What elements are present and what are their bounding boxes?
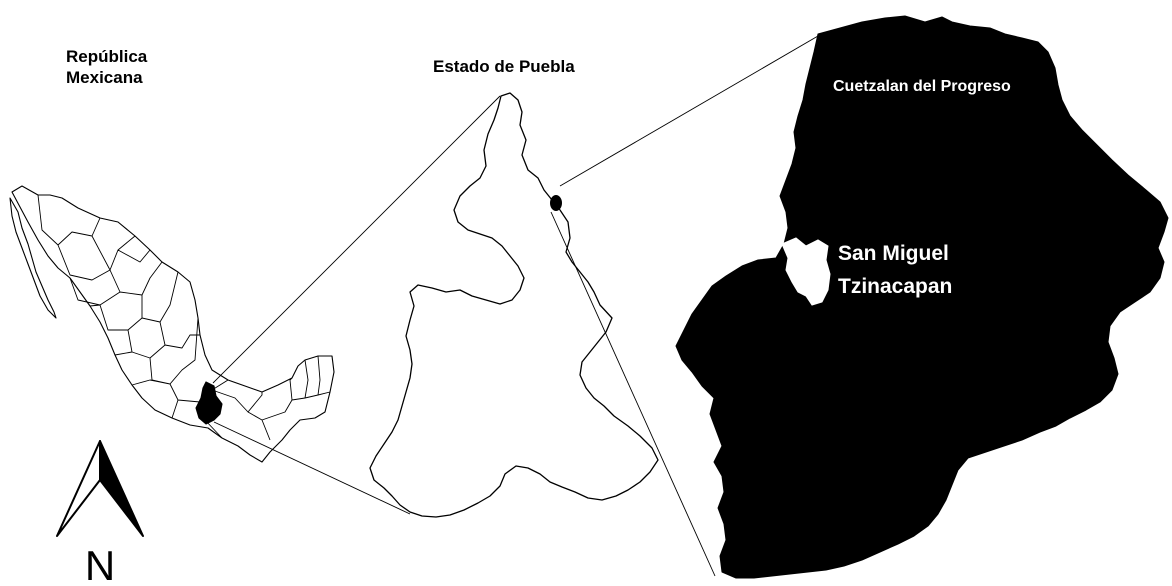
connector-line (213, 421, 411, 515)
mexico-label: República Mexicana (66, 46, 147, 89)
san-miguel-label-line2: Tzinacapan (838, 274, 953, 298)
connector-lines-puebla-cuetzalan (550, 35, 819, 577)
san-miguel-tzinacapan-shape (781, 237, 831, 306)
puebla-outline (369, 92, 659, 518)
mexico-map (9, 185, 335, 463)
cuetzalan-marker (550, 195, 562, 211)
state-boundaries (37, 194, 331, 441)
mexico-label-line1: República (66, 47, 148, 66)
north-label: N (85, 542, 115, 586)
cuetzalan-shape (675, 15, 1169, 579)
puebla-map (369, 92, 659, 518)
san-miguel-label: San Miguel Tzinacapan (838, 238, 952, 303)
mexico-label-line2: Mexicana (66, 68, 143, 88)
mexico-outline (11, 185, 335, 463)
connector-lines-mexico-puebla (212, 95, 501, 515)
connector-line (212, 95, 501, 384)
connector-line (550, 211, 716, 577)
north-arrow-left-half (56, 440, 101, 537)
san-miguel-label-line1: San Miguel (838, 242, 949, 265)
puebla-in-mexico (195, 381, 223, 425)
north-arrow-right-half (99, 440, 144, 537)
puebla-label: Estado de Puebla (433, 57, 575, 76)
cuetzalan-label: Cuetzalan del Progreso (833, 78, 1011, 95)
baja-california (9, 197, 57, 319)
connector-line (559, 35, 819, 187)
north-arrow-icon: N (56, 440, 144, 586)
cuetzalan-map (675, 15, 1169, 579)
